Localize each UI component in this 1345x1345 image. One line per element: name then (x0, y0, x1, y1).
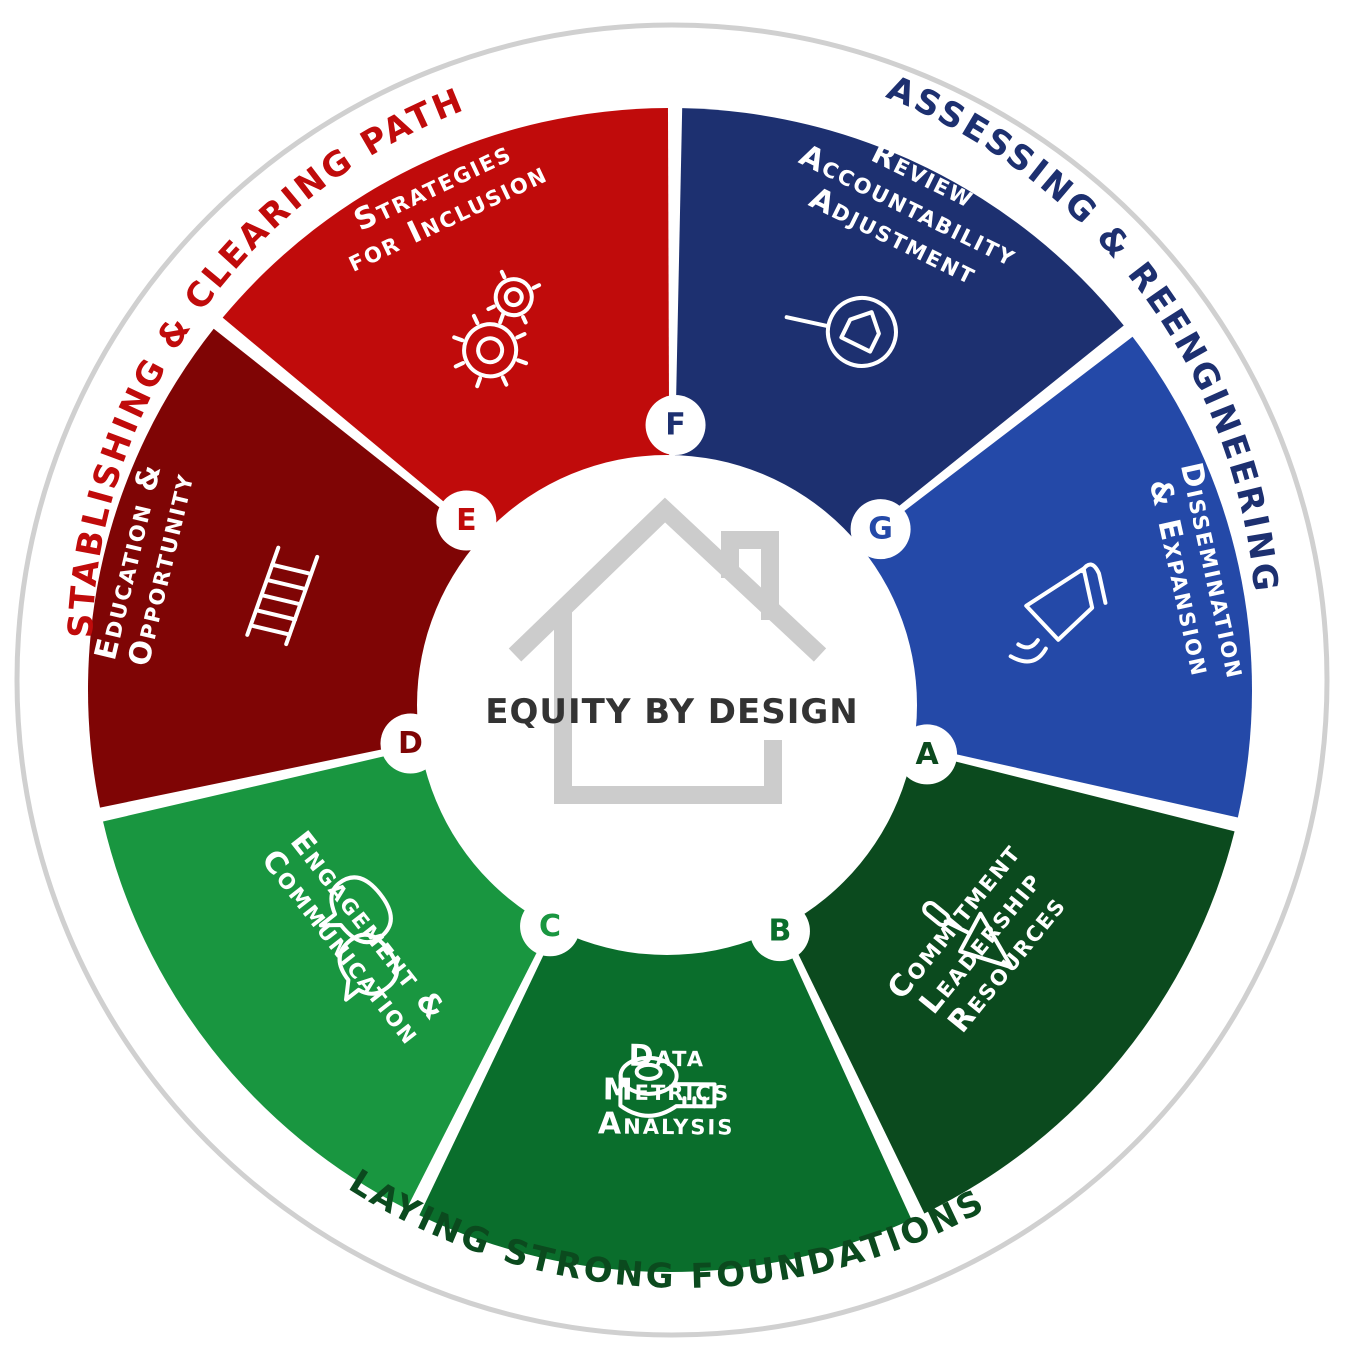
badge-letter: A (915, 737, 939, 772)
gears-icon (452, 269, 542, 389)
tape-measure-icon (618, 1055, 717, 1118)
badge-letter: G (868, 512, 893, 547)
magnifier-house-icon (784, 295, 898, 368)
badge-b: B (749, 901, 810, 962)
segment-b (419, 690, 912, 1272)
badge-e: E (436, 490, 497, 551)
badge-letter: E (456, 503, 477, 538)
badge-letter: D (398, 726, 423, 761)
center-disc (417, 455, 917, 955)
outer-ring (14, 22, 1330, 1338)
badge-f: F (645, 395, 706, 456)
badges-layer: F G A B C D E (380, 395, 958, 962)
chat-bubbles-icon (318, 875, 399, 1002)
icons-layer (245, 269, 1108, 1118)
house-icon (508, 497, 827, 804)
megaphone-icon (1008, 562, 1108, 664)
trowel-icon (922, 900, 1014, 970)
center-title: EQUITY BY DESIGN (485, 692, 859, 732)
badge-letter: F (665, 408, 686, 443)
badge-letter: C (539, 909, 561, 944)
badge-c: C (520, 896, 581, 957)
badge-d: D (380, 713, 441, 774)
badge-a: A (897, 724, 958, 785)
ladder-icon (245, 545, 320, 647)
badge-g: G (850, 499, 911, 560)
badge-letter: B (769, 914, 792, 949)
